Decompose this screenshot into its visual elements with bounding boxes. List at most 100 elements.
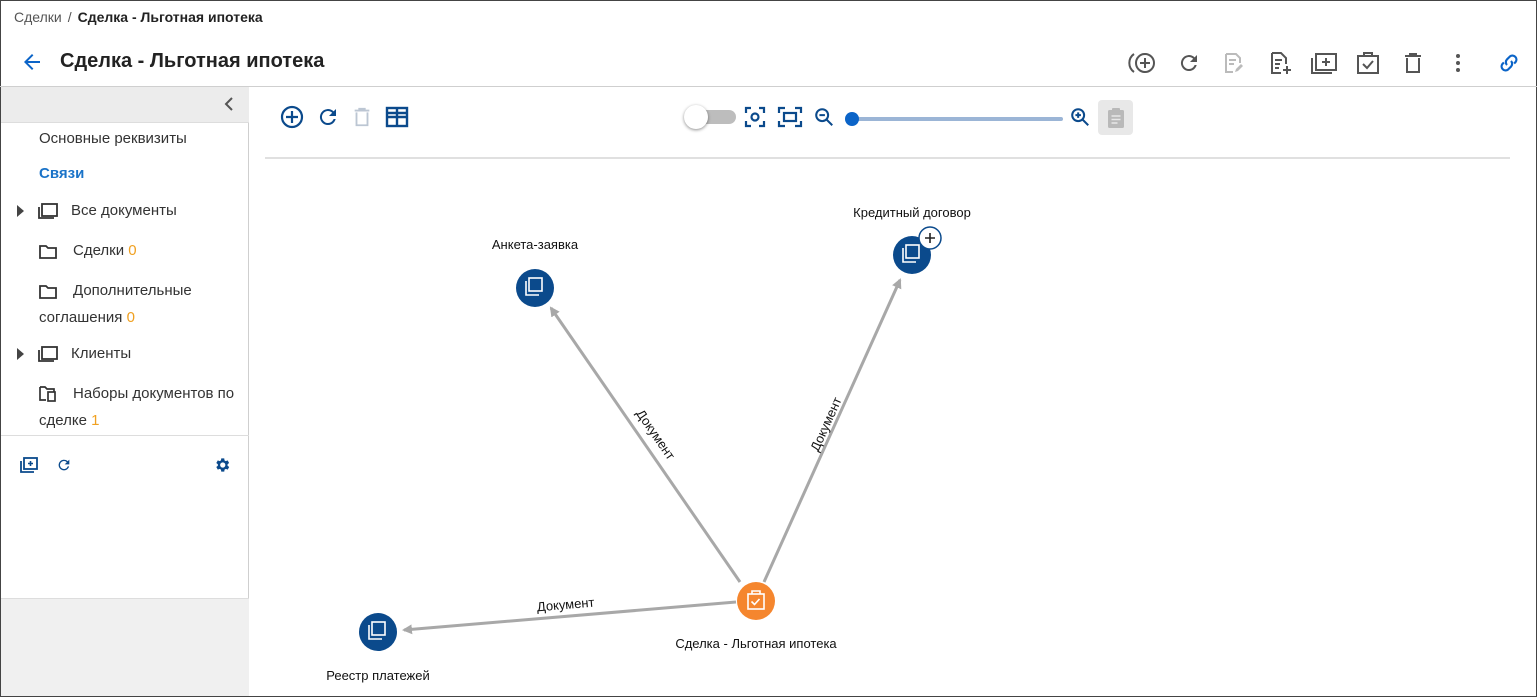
graph-add-button[interactable] xyxy=(278,103,306,131)
header-divider xyxy=(0,86,1537,87)
graph-edge[interactable]: Документ xyxy=(762,278,902,583)
tree-item-label: Клиенты xyxy=(71,345,132,362)
node-label: Сделка - Льготная ипотека xyxy=(675,636,837,651)
center-focus-icon xyxy=(744,106,766,128)
refresh-button[interactable] xyxy=(1174,48,1204,78)
expand-arrow-icon[interactable] xyxy=(17,205,24,217)
collapse-sidebar-button[interactable] xyxy=(221,95,239,113)
add-folder-button[interactable] xyxy=(1308,48,1340,78)
zoom-out-button[interactable] xyxy=(810,103,838,131)
task-button[interactable] xyxy=(1353,48,1383,78)
breadcrumb: Сделки / Сделка - Льготная ипотека xyxy=(14,9,263,25)
center-focus-button[interactable] xyxy=(741,103,769,131)
sidebar-separator xyxy=(1,122,249,123)
tree-item-label: Наборы документов по xyxy=(73,385,235,402)
more-menu-button[interactable] xyxy=(1443,48,1473,78)
graph-table-view-button[interactable] xyxy=(383,103,411,131)
tree-item-document-sets-line2[interactable]: сделке 1 xyxy=(39,407,99,434)
graph-node-credit-agreement[interactable]: Кредитный договор xyxy=(853,205,971,274)
clipboard-check-icon xyxy=(1357,52,1379,74)
folder-icon xyxy=(39,284,57,300)
zoom-in-button[interactable] xyxy=(1066,103,1094,131)
tree-item-all-documents[interactable]: Все документы xyxy=(71,197,177,224)
expand-arrow-icon[interactable] xyxy=(17,348,24,360)
folders-icon xyxy=(37,202,59,220)
toggle-knob xyxy=(684,105,708,129)
trash-icon xyxy=(354,107,370,127)
folder-icon xyxy=(39,244,57,260)
refresh-icon xyxy=(319,109,336,126)
node-label: Кредитный договор xyxy=(853,205,971,220)
graph-edge[interactable]: Документ xyxy=(402,595,737,635)
document-set-icon xyxy=(39,385,57,403)
edit-document-icon xyxy=(1225,53,1243,73)
zoom-slider[interactable] xyxy=(845,110,1067,128)
count-badge: 1 xyxy=(91,412,100,429)
breadcrumb-parent-link[interactable]: Сделки xyxy=(14,9,62,25)
add-circle-link-icon xyxy=(1128,53,1155,73)
graph-refresh-button[interactable] xyxy=(314,103,342,131)
sidebar-settings-button[interactable] xyxy=(211,454,233,476)
tree-item-deals[interactable]: Сделки 0 xyxy=(73,237,137,264)
tree-item-label: Дополнительные xyxy=(73,282,192,299)
folders-icon xyxy=(37,345,59,363)
count-badge: 0 xyxy=(128,242,137,259)
folder-stack-icon xyxy=(368,621,386,640)
clipboard-icon xyxy=(1107,107,1124,128)
arrow-left-icon xyxy=(24,54,40,70)
sidebar-item-main-details[interactable]: Основные реквизиты xyxy=(39,130,187,147)
page-title: Сделка - Льготная ипотека xyxy=(60,50,325,72)
sidebar-item-links[interactable]: Связи xyxy=(39,165,85,182)
back-button[interactable] xyxy=(20,50,44,74)
expand-node-button[interactable] xyxy=(918,226,942,250)
sidebar-divider xyxy=(1,435,249,436)
breadcrumb-current: Сделка - Льготная ипотека xyxy=(77,9,263,25)
node-label: Анкета-заявка xyxy=(492,237,579,252)
graph-delete-button[interactable] xyxy=(348,103,376,131)
folder-stack-icon xyxy=(902,244,920,263)
edit-document-button[interactable] xyxy=(1218,48,1248,78)
table-icon xyxy=(385,106,409,128)
zoom-slider-thumb[interactable] xyxy=(845,112,859,126)
breadcrumb-separator: / xyxy=(67,9,72,25)
node-label: Реестр платежей xyxy=(326,668,430,683)
link-button[interactable] xyxy=(1494,48,1524,78)
graph-node-payment-registry[interactable]: Реестр платежей xyxy=(326,613,430,683)
link-icon xyxy=(1500,54,1518,72)
sidebar: Основные реквизиты Связи Все документы С… xyxy=(1,87,249,696)
fit-to-screen-button[interactable] xyxy=(776,103,804,131)
zoom-in-icon xyxy=(1071,108,1089,126)
tree-item-label-line2: сделке xyxy=(39,412,87,429)
add-link-button[interactable] xyxy=(1128,48,1160,78)
graph-node-application-form[interactable]: Анкета-заявка xyxy=(492,237,579,307)
add-document-button[interactable] xyxy=(1264,48,1294,78)
folder-add-icon xyxy=(1311,53,1337,74)
tree-item-label: Сделки xyxy=(73,242,125,259)
sidebar-footer xyxy=(1,598,249,696)
delete-button[interactable] xyxy=(1398,48,1428,78)
count-badge: 0 xyxy=(126,309,135,326)
fit-screen-icon xyxy=(777,106,803,128)
graph-edge[interactable]: Документ xyxy=(549,306,742,583)
tree-item-clients[interactable]: Клиенты xyxy=(71,340,131,367)
relations-graph: Документ Документ Документ Анкета-заявка… xyxy=(326,205,971,683)
more-vertical-icon xyxy=(1456,54,1460,72)
edge-label: Документ xyxy=(536,595,595,615)
clipboard-button[interactable] xyxy=(1098,100,1133,135)
layout-toggle-switch[interactable] xyxy=(684,104,738,130)
zoom-slider-rail xyxy=(849,117,1063,121)
refresh-icon xyxy=(1180,55,1197,72)
zoom-out-icon xyxy=(815,108,833,126)
graph-node-deal[interactable]: Сделка - Льготная ипотека xyxy=(675,582,837,651)
tree-item-label: Все документы xyxy=(71,202,177,219)
refresh-icon xyxy=(58,459,70,471)
sidebar-refresh-button[interactable] xyxy=(53,454,75,476)
clipboard-check-icon xyxy=(747,590,765,610)
tree-item-document-sets[interactable]: Наборы документов по xyxy=(73,380,234,407)
folder-add-icon xyxy=(20,457,38,473)
graph-toolbar-divider xyxy=(265,157,1510,159)
tree-item-label-line2: соглашения xyxy=(39,309,123,326)
tree-item-additional-agreements[interactable]: Дополнительные xyxy=(73,277,192,304)
sidebar-add-folder-button[interactable] xyxy=(18,454,40,476)
tree-item-additional-agreements-line2[interactable]: соглашения 0 xyxy=(39,304,135,331)
